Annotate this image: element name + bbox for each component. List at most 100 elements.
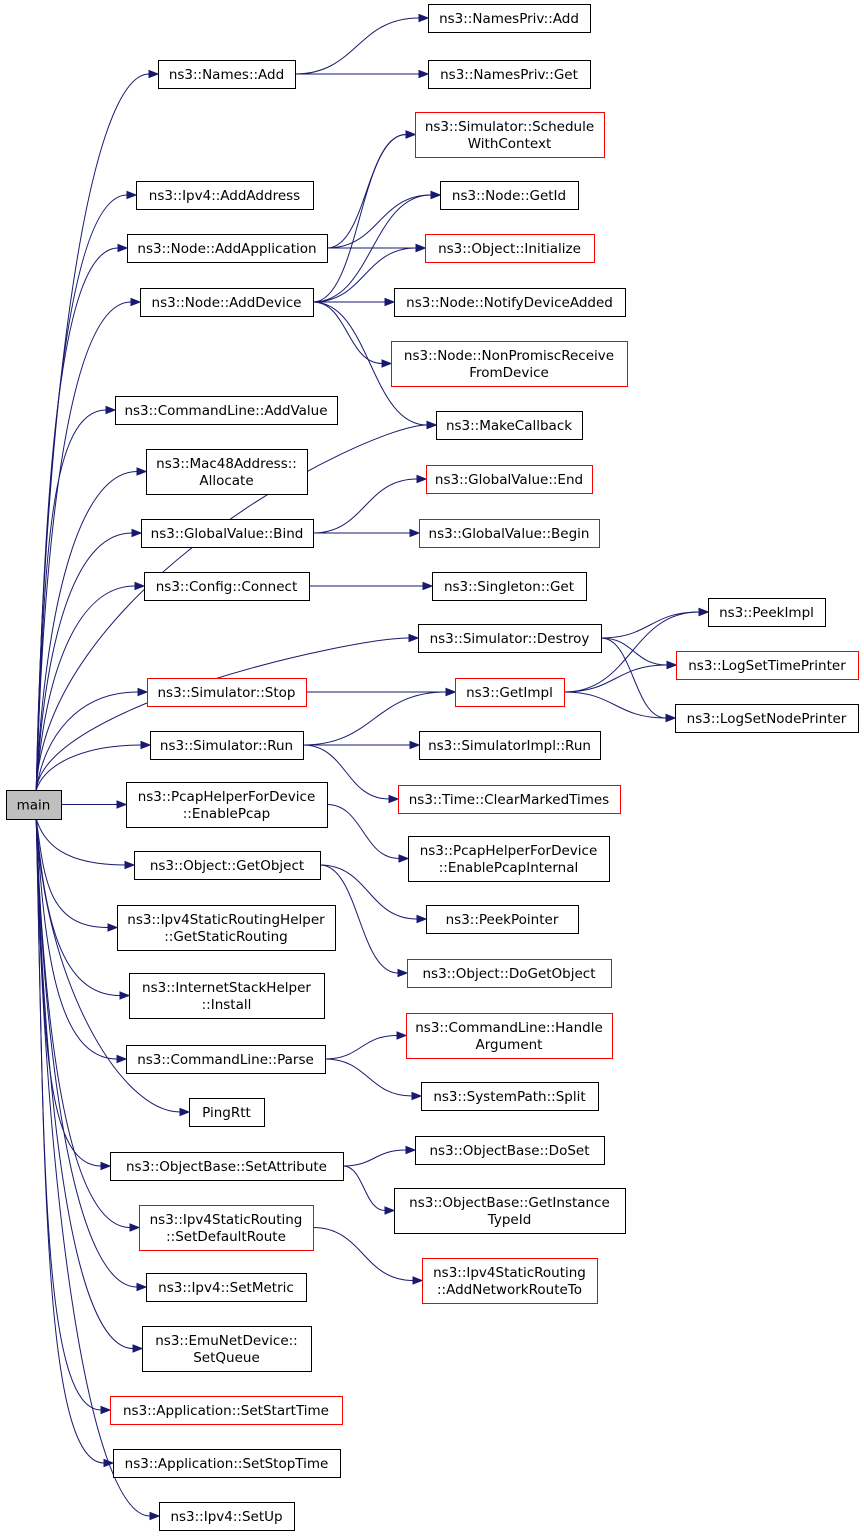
arrowhead [426,420,438,430]
arrowhead [412,1276,424,1285]
arrowhead [384,297,396,307]
arrowhead [411,1091,423,1101]
node-box [134,851,321,880]
node-box [115,396,338,425]
node-label: ns3::GlobalValue::End [435,472,583,488]
node-label: ns3::InternetStackHelper [142,980,311,996]
edge-ipv4sr-default-to-ipv4sr-addnet [312,1227,414,1281]
node-obj-dogetobject: ns3::Object::DoGetObject [407,959,612,988]
node-label: ns3::GetImpl [466,685,553,701]
edge-main-to-pingrtt [35,818,181,1113]
node-ipv4-setmetric: ns3::Ipv4::SetMetric [146,1273,307,1302]
node-label: ns3::Application::SetStartTime [123,1403,329,1419]
arrowhead [140,740,152,750]
node-box [127,234,328,263]
node-logsettime: ns3::LogSetTimePrinter [676,651,859,680]
edge-main-to-cmd-addvalue [35,409,107,791]
edge-main-to-ipv4-setmetric [35,818,138,1288]
node-label: PingRtt [202,1105,251,1121]
node-pcap-enable: ns3::PcapHelperForDevice::EnablePcap [126,782,328,828]
node-label: ns3::LogSetTimePrinter [688,658,846,674]
node-box [139,1205,314,1251]
node-gv-end: ns3::GlobalValue::End [426,465,593,494]
node-label: ns3::SimulatorImpl::Run [428,738,591,754]
edge-main-to-node-addapp [35,247,119,791]
arrowhead [136,1282,148,1292]
node-box [426,465,593,494]
edge-cmd-parse-to-syspath-split [324,1058,413,1097]
node-sim-stop: ns3::Simulator::Stop [147,678,307,707]
edge-cmd-parse-to-cmd-handle [324,1035,398,1060]
arrowhead [131,528,143,538]
arrowhead [416,474,428,484]
arrowhead [132,1344,144,1353]
node-label: ns3::CommandLine::Handle [415,1020,603,1036]
node-logsetnode: ns3::LogSetNodePrinter [675,704,859,733]
node-label: ::AddNetworkRouteTo [437,1282,582,1298]
arrowhead [381,359,393,368]
arrowhead [666,660,678,670]
node-label: ns3::Node::GetId [452,188,566,204]
node-peekimpl: ns3::PeekImpl [708,598,826,627]
node-label: ::EnablePcapInternal [439,860,579,876]
node-box [708,598,826,627]
node-label: ns3::Names::Add [169,67,284,83]
arrowhead [397,968,409,978]
edge-main-to-ipv4-setup [35,818,151,1517]
node-label: ns3::EmuNetDevice:: [155,1333,297,1349]
edge-gv-bind-to-gv-end [312,478,418,534]
node-box [391,341,628,387]
node-cmd-parse: ns3::CommandLine::Parse [126,1045,326,1074]
node-label: ns3::Config::Connect [156,579,298,595]
edge-node-adddevice-to-makecallback [312,301,428,426]
edge-names-add-to-namespriv-add [294,17,420,75]
arrowhead [179,1107,191,1117]
node-label: TypeId [487,1212,532,1228]
node-box [432,572,587,601]
arrowhead [126,190,138,200]
edge-main-to-ipv4srh-get [35,818,109,928]
edge-obj-getobject-to-obj-dogetobject [319,864,399,974]
node-label: ns3::NamesPriv::Add [439,11,579,27]
node-box [6,790,62,820]
node-label: ns3::Mac48Address:: [156,456,297,472]
node-label: Argument [476,1037,543,1053]
node-label: ::SetDefaultRoute [166,1229,286,1245]
arrowhead [698,607,710,617]
node-box [415,1136,605,1165]
arrowhead [409,740,421,750]
node-label: ns3::PeekPointer [446,912,559,928]
arrowhead [148,69,160,79]
node-box [419,731,601,760]
node-getimpl: ns3::GetImpl [455,678,565,707]
node-box [147,678,307,707]
node-label: ns3::Ipv4::SetMetric [158,1280,294,1296]
arrowhead [422,581,434,591]
node-ob-setattr: ns3::ObjectBase::SetAttribute [110,1152,344,1181]
node-label: ns3::Object::DoGetObject [422,966,595,982]
node-ob-doset: ns3::ObjectBase::DoSet [415,1136,605,1165]
node-ipv4sr-default: ns3::Ipv4StaticRouting::SetDefaultRoute [139,1205,314,1251]
edge-sim-destroy-to-logsetnode [600,637,667,719]
node-box [113,1449,341,1478]
node-box [421,1082,599,1111]
node-label: ns3::Ipv4StaticRoutingHelper [127,912,325,928]
edge-main-to-mac48-alloc [35,471,138,791]
edge-main-to-sim-destroy [35,637,410,791]
node-ish-install: ns3::InternetStackHelper::Install [129,973,325,1019]
node-obj-getobject: ns3::Object::GetObject [134,851,321,880]
node-label: ns3::CommandLine::Parse [137,1052,314,1068]
node-box [426,905,579,934]
arrowhead [388,794,400,804]
arrowhead [149,1511,161,1521]
node-namespriv-add: ns3::NamesPriv::Add [428,4,591,33]
node-label: ::Install [202,997,252,1013]
node-box [428,4,591,33]
node-gv-bind: ns3::GlobalValue::Bind [141,519,314,548]
arrowhead [398,854,410,863]
node-ipv4srh-get: ns3::Ipv4StaticRoutingHelper::GetStaticR… [117,905,336,951]
node-box [394,1188,626,1234]
